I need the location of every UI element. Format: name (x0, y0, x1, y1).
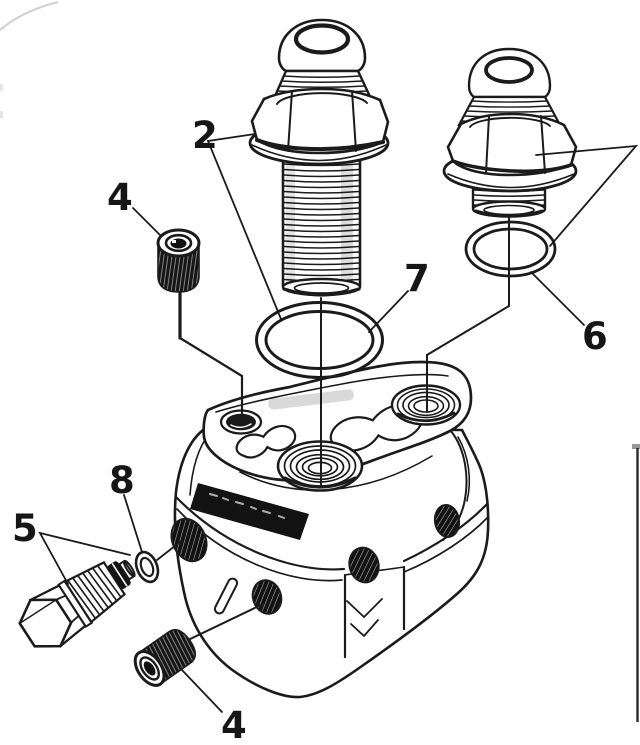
roll-pin (213, 577, 239, 615)
callout-4-bottom-label: 4 (221, 704, 247, 745)
hex-head-plug (18, 559, 136, 648)
brand-label (190, 483, 309, 540)
sealing-washer (134, 550, 160, 584)
assembly-centerlines (156, 215, 510, 642)
o-ring-large (255, 301, 384, 379)
callout-7-label: 7 (404, 257, 430, 300)
callout-8-label: 8 (109, 459, 135, 502)
adapter-body-drum (170, 426, 490, 699)
callout-5-label: 5 (12, 507, 38, 550)
callout-numbers: 2 4 7 6 5 8 4 (12, 114, 608, 745)
an-union-fitting-large (248, 18, 390, 297)
fitting-large-threads (283, 163, 360, 282)
callout-6-label: 6 (582, 315, 608, 358)
hex-plug-threads (66, 564, 123, 620)
scan-artifacts (0, 1, 59, 118)
fitting-small-hex-nut (446, 112, 578, 177)
an-union-fitting-small (442, 47, 578, 218)
port-mid-right (348, 546, 380, 584)
callout-2-label: 2 (192, 114, 218, 157)
right-edge-artifact (632, 444, 640, 722)
scan-smudge (268, 389, 354, 410)
o-ring-small (464, 220, 557, 278)
plug-hole-small (219, 409, 263, 435)
adapter-body-plate (202, 360, 473, 492)
socket-head-plug-top (156, 228, 201, 293)
callout-leader-lines (38, 133, 639, 713)
socket-head-plug-bottom (133, 629, 197, 687)
cutout-left (235, 424, 297, 459)
fitting-large-hex-nut (250, 87, 390, 155)
port-right (433, 504, 461, 538)
callout-4-top-label: 4 (107, 176, 133, 219)
